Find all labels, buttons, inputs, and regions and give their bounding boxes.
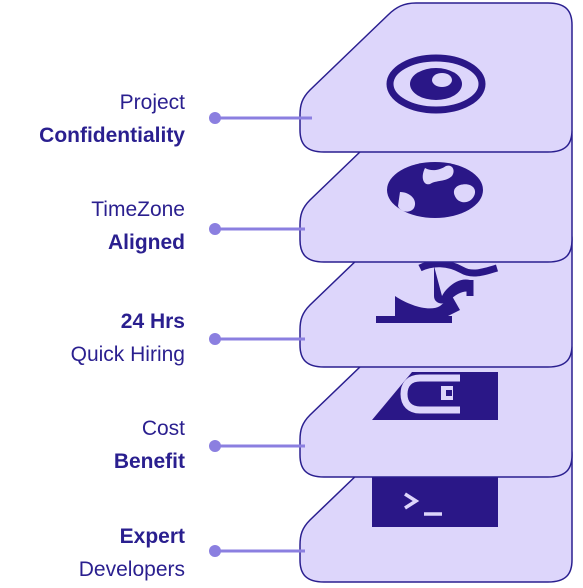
feature-label-expert-developers: Expert Developers <box>0 520 185 586</box>
connector-dot <box>209 112 221 124</box>
feature-label-confidentiality: Project Confidentiality <box>0 86 185 152</box>
feature-label-line1: Project <box>119 91 185 114</box>
feature-label-line1: Cost <box>141 417 185 440</box>
connector-dot <box>209 545 221 557</box>
connector-dot <box>209 440 221 452</box>
connector-dot <box>209 223 221 235</box>
feature-label-line1: TimeZone <box>91 198 185 221</box>
wallet-icon <box>372 372 498 420</box>
feature-label-quick-hiring: 24 Hrs Quick Hiring <box>0 305 185 371</box>
connectors <box>209 112 312 557</box>
hourglass-icon <box>376 260 499 323</box>
feature-label-line1: Expert <box>119 525 185 548</box>
feature-label-line2: Confidentiality <box>39 124 185 147</box>
globe-icon <box>387 162 483 218</box>
feature-label-cost-benefit: Cost Benefit <box>0 412 185 478</box>
card-project-confidentiality <box>299 2 573 153</box>
feature-label-line2: Aligned <box>108 231 185 254</box>
feature-label-line2: Developers <box>78 558 185 581</box>
eye-icon <box>386 54 486 114</box>
connector-dot <box>209 333 221 345</box>
feature-label-line2: Quick Hiring <box>70 343 185 366</box>
feature-label-line1: 24 Hrs <box>120 310 185 333</box>
feature-label-line2: Benefit <box>113 450 185 473</box>
feature-label-timezone: TimeZone Aligned <box>0 193 185 259</box>
terminal-icon <box>372 475 498 527</box>
